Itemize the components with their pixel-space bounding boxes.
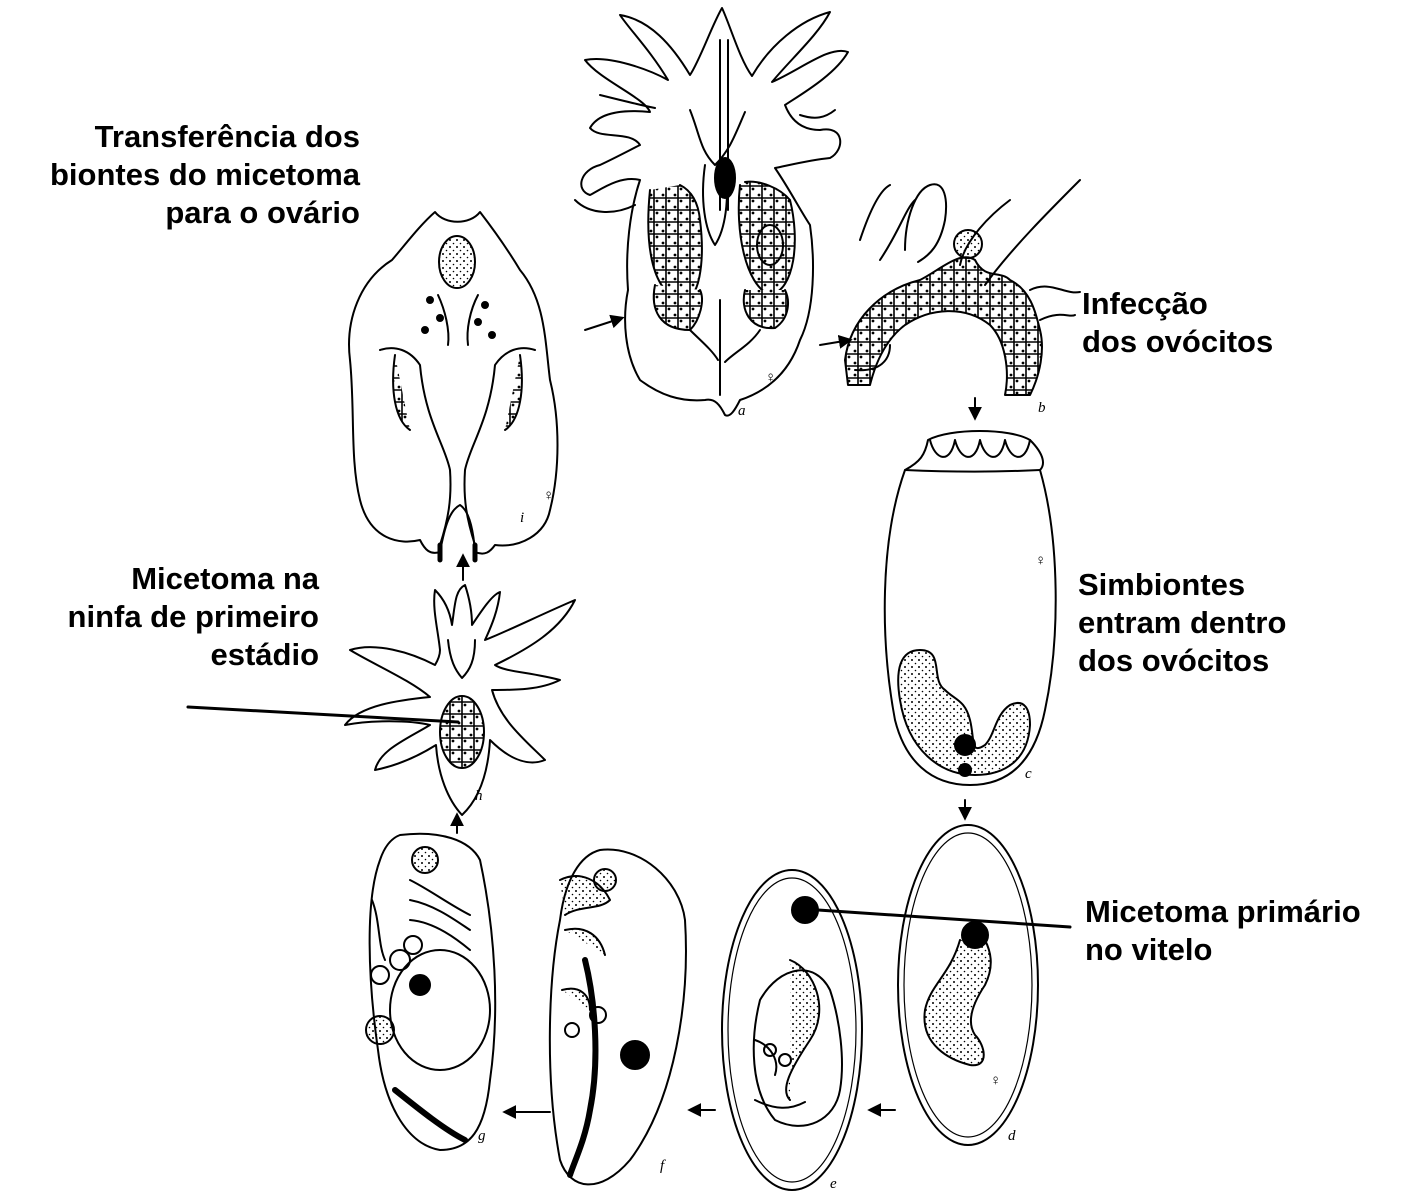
label-transfer-to-ovary: Transferência dos biontes do micetoma pa…: [50, 118, 360, 232]
stage-letters: a b c d e f g h i ♀ ♀ ♀ ♀: [475, 370, 1046, 1192]
arrow-i-to-a: [585, 318, 622, 330]
female-symbol-c: ♀: [1035, 553, 1046, 569]
label-enter-line-2: entram dentro: [1078, 604, 1286, 642]
label-transfer-line-2: biontes do micetoma: [50, 156, 360, 194]
label-enter-line-3: dos ovócitos: [1078, 642, 1286, 680]
letter-a: a: [738, 403, 746, 419]
stage-h-first-instar-nymph: [345, 585, 575, 815]
arrow-a-to-b: [820, 340, 850, 345]
label-nymph-line-2: ninfa de primeiro: [68, 598, 319, 636]
stage-a-adult-female: [575, 8, 848, 416]
stage-c-oocyte: [885, 431, 1056, 785]
letter-f: f: [660, 1158, 666, 1174]
label-primary-line-2: no vitelo: [1085, 931, 1361, 969]
stage-e-egg: [722, 870, 862, 1190]
female-symbol-d: ♀: [990, 1073, 1001, 1089]
stage-d-egg: [898, 825, 1038, 1145]
letter-d: d: [1008, 1128, 1016, 1144]
female-symbol-i: ♀: [543, 488, 554, 504]
label-nymph-mycetome: Micetoma na ninfa de primeiro estádio: [68, 560, 319, 674]
label-symbionts-enter: Simbiontes entram dentro dos ovócitos: [1078, 566, 1286, 680]
label-nymph-line-3: estádio: [68, 636, 319, 674]
label-transfer-line-1: Transferência dos: [50, 118, 360, 156]
letter-h: h: [475, 788, 483, 804]
letter-e: e: [830, 1176, 837, 1192]
letter-i: i: [520, 510, 524, 526]
label-oocyte-infection: Infecção dos ovócitos: [1082, 285, 1273, 361]
label-primary-mycetome: Micetoma primário no vitelo: [1085, 893, 1361, 969]
label-enter-line-1: Simbiontes: [1078, 566, 1286, 604]
stage-g-late-embryo: [366, 834, 495, 1150]
leader-line-nymph-mycetome: [188, 707, 458, 722]
label-infection-line-2: dos ovócitos: [1082, 323, 1273, 361]
stage-i-female: [349, 212, 557, 560]
female-symbol-a: ♀: [765, 370, 776, 386]
letter-c: c: [1025, 766, 1032, 782]
letter-g: g: [478, 1128, 486, 1144]
label-nymph-line-1: Micetoma na: [68, 560, 319, 598]
stage-b-ovary-section: [845, 180, 1080, 395]
letter-b: b: [1038, 400, 1046, 416]
label-infection-line-1: Infecção: [1082, 285, 1273, 323]
label-primary-line-1: Micetoma primário: [1085, 893, 1361, 931]
label-transfer-line-3: para o ovário: [50, 194, 360, 232]
stage-f-embryo: [550, 850, 686, 1185]
